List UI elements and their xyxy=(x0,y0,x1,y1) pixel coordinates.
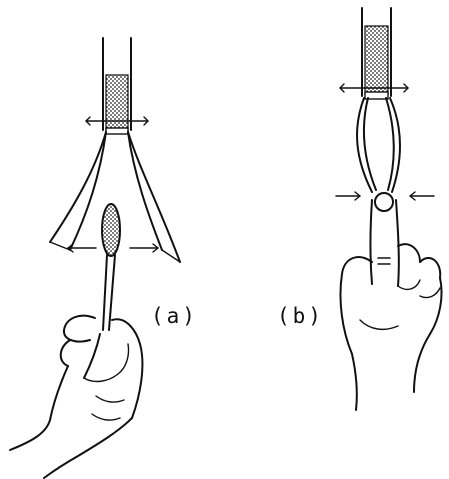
holder-tube-b xyxy=(362,8,391,99)
hand-a xyxy=(10,316,142,478)
charged-rod xyxy=(102,204,120,330)
panel-a-drawing xyxy=(10,38,180,478)
holder-tube-a xyxy=(103,38,131,134)
panel-label-b: (b) xyxy=(277,304,324,328)
panel-label-a: (a) xyxy=(151,304,198,328)
panel-b-drawing xyxy=(336,8,442,410)
pinched-leaves xyxy=(357,98,400,192)
hand-b xyxy=(340,193,441,410)
